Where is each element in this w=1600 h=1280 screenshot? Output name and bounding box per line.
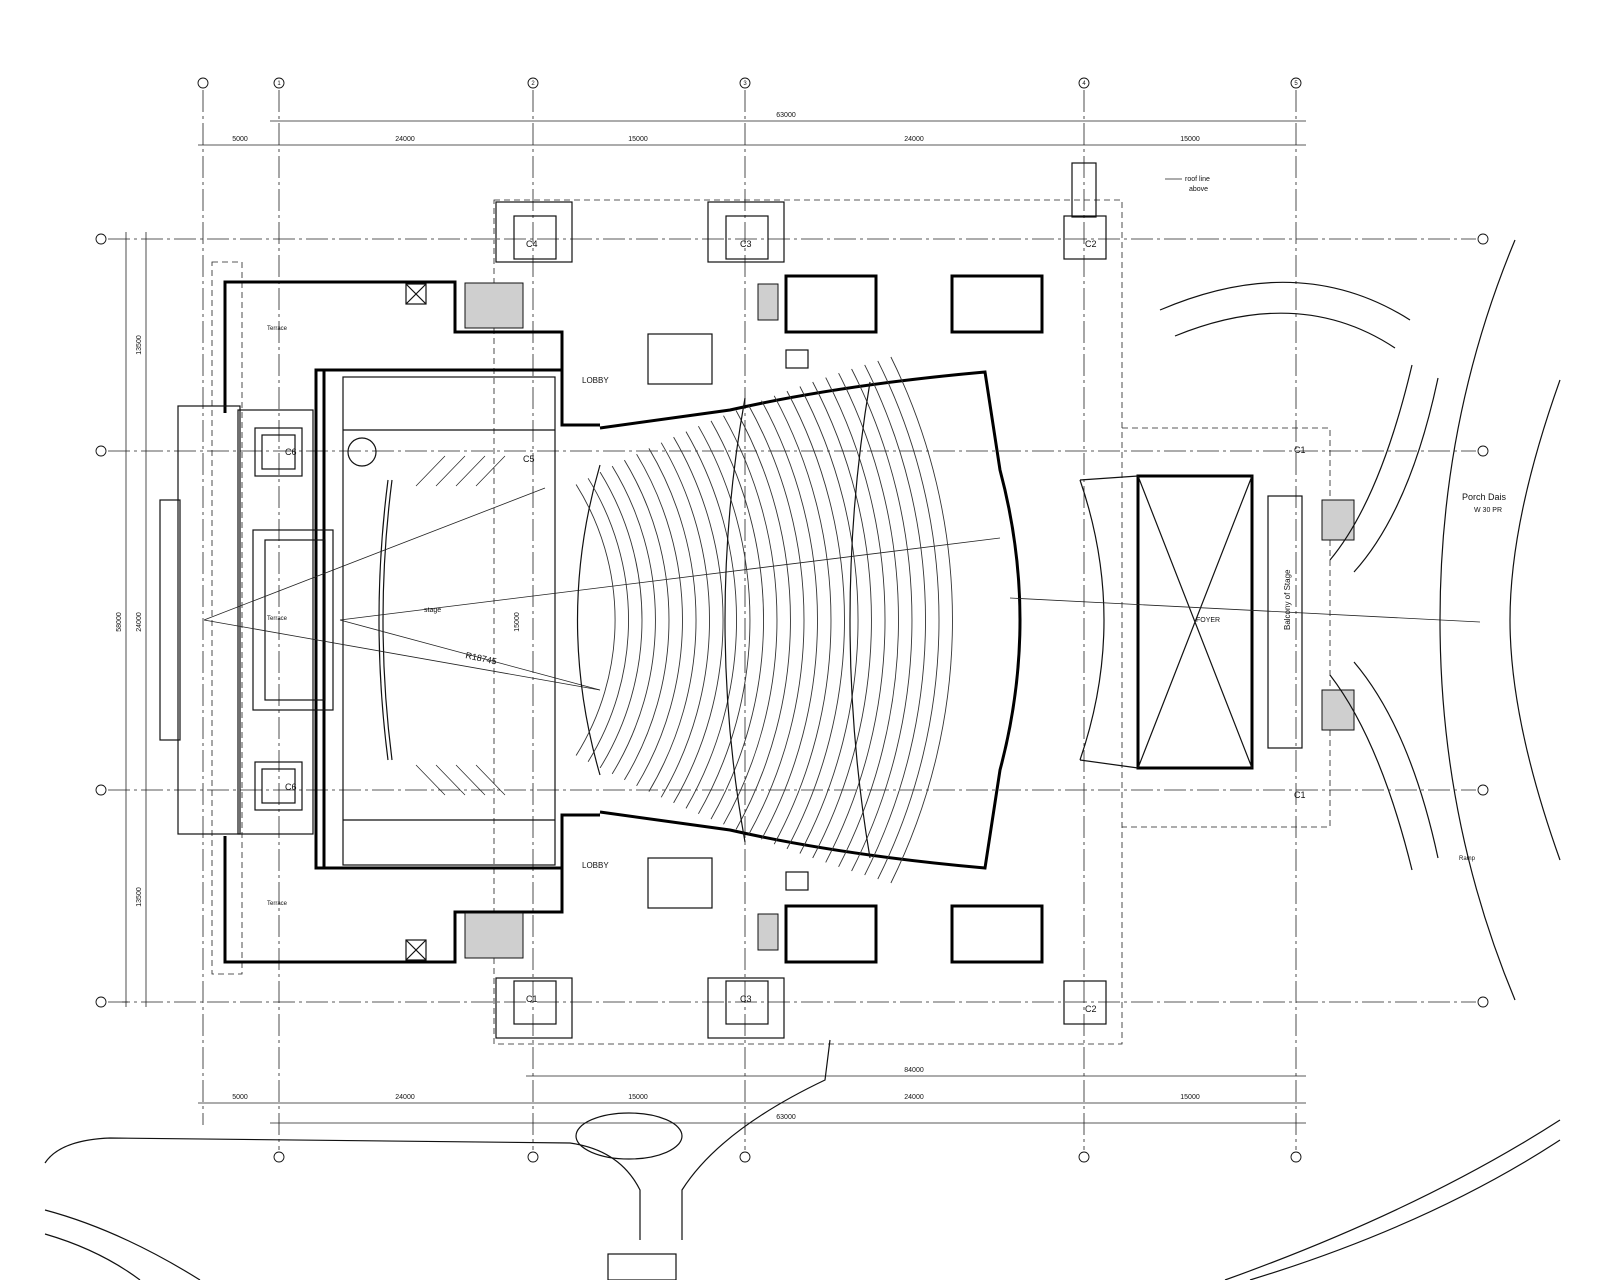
column-c3-top-label: C3 [740,239,752,249]
seat-row [673,436,724,804]
seat-row [864,364,926,876]
column-c2-bottom-label: C2 [1085,1004,1097,1014]
seat-row [587,478,629,762]
ramp-label: Ramp [1459,856,1476,862]
seat-row [851,368,913,872]
backstage-block: R18745 stage Terrace Terrace Terrace C6 … [159,280,1001,964]
seat-row [575,484,616,756]
above-label: above [1189,186,1208,193]
terrace-bottom-label: Terrace [267,901,288,907]
dim-left-span-2: 13500 [136,887,143,907]
seat-row [799,386,859,854]
column-c4-bottom-label: C1 [526,994,538,1004]
radius-label: R18745 [465,650,498,666]
column-c3-bottom-label: C3 [740,994,752,1004]
porch-sub-label: W 30 PR [1474,507,1502,514]
outer-dashed-boundaries [211,199,1331,1045]
seat-row [723,415,778,825]
grid-label-2: 2 [531,81,535,87]
grid-bubble-labels: 1 2 3 4 5 [277,81,1298,87]
seat-row [825,377,886,863]
dim-left-total: 58000 [116,612,123,632]
dim-top-span-3: 24000 [904,136,924,143]
seat-row [735,410,791,830]
seat-row [636,453,683,787]
dim-bottom-span-3: 24000 [904,1094,924,1101]
dim-bottom-total: 84000 [904,1067,924,1074]
grid-label-1: 1 [277,81,281,87]
seat-row [624,459,670,781]
column-c6-top-label: C6 [285,447,297,457]
seat-row [685,431,737,809]
column-c5-label: C5 [523,454,535,464]
terrace-top-label: Terrace [267,326,288,332]
aisles [724,381,871,859]
seat-row [877,360,940,880]
seat-row [648,448,697,792]
foyer-label: FOYER [1196,617,1220,624]
grid-label-5: 5 [1294,81,1298,87]
grid-label-3: 3 [743,81,747,87]
site-landscape [44,1039,1561,1280]
balcony-label: Balcony of Stage [1283,569,1292,630]
curved-ramps: Porch Dais W 30 PR roof line above Ramp [1071,162,1561,1001]
dim-top-total: 63000 [776,112,796,119]
dim-top-span-2: 15000 [628,136,648,143]
dim-bottom-span-2: 15000 [628,1094,648,1101]
dim-bottom-span-0: 5000 [232,1094,248,1101]
column-c1-top-label: C1 [1294,445,1306,455]
stage-label: stage [424,607,441,614]
seat-row [660,442,710,798]
dim-bottom-span-1: 24000 [395,1094,415,1101]
grid-bubbles [95,77,1489,1163]
dim-left-span-0: 13500 [136,335,143,355]
dim-top-span-1: 24000 [395,136,415,143]
lobby-top-label: LOBBY [582,376,609,385]
porch-dais-label: Porch Dais [1462,492,1507,502]
seat-row [748,405,805,835]
auditorium-outline [576,370,1022,870]
dim-top-span-4: 15000 [1180,136,1200,143]
column-c4-top-label: C4 [526,239,538,249]
seat-row [710,420,764,820]
seat-row [599,471,643,769]
column-c6-bottom-label: C6 [285,782,297,792]
seat-row [698,425,751,815]
dim-left-span-1: 24000 [136,612,143,632]
seat-row [786,390,845,850]
column-c2-top-label: C2 [1085,239,1097,249]
dim-bottom-span-4: 15000 [1180,1094,1200,1101]
foyer-block: FOYER Balcony of Stage C1 C1 [1009,445,1481,800]
dim-bottom-overall: 63000 [776,1114,796,1121]
terrace-mid-label: Terrace [267,616,288,622]
grid-label-4: 4 [1082,81,1086,87]
seat-row [838,372,899,868]
column-c1-bottom-label: C1 [1294,790,1306,800]
grid-axes [108,90,1476,1150]
dimension-texts: 63000 5000 24000 15000 24000 15000 84000… [116,112,1200,1121]
lobbies: LOBBY LOBBY [560,274,1044,964]
seat-row [611,465,656,775]
structural-columns: C4 C3 C2 C1 C3 C2 C5 [495,201,1107,1039]
seat-row [761,400,818,840]
seat-row [812,381,872,859]
seat-row [773,395,832,845]
seat-row [890,356,953,884]
roof-line-label: roof line [1185,176,1210,183]
dim-top-span-0: 5000 [232,136,248,143]
seating-rows [575,356,953,884]
lobby-bottom-label: LOBBY [582,861,609,870]
dim-stage-depth: 15000 [514,612,521,632]
dimension-lines [122,120,1306,1124]
